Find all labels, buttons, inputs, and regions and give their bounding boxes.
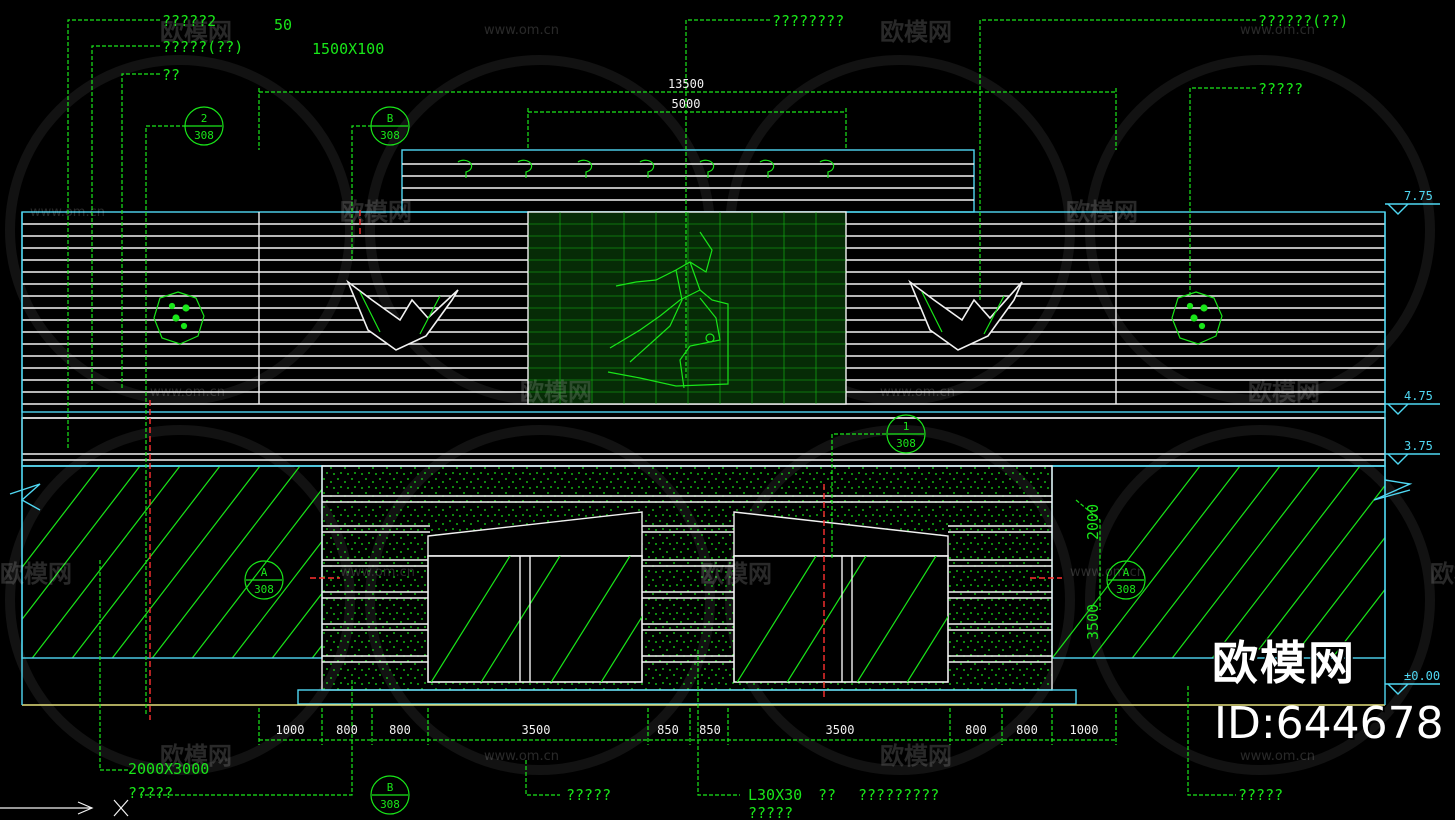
callout-circles (184, 106, 1146, 815)
top-dimensions (258, 88, 1117, 150)
axis-arrow (0, 799, 129, 817)
svg-text:www.om.cn: www.om.cn (484, 749, 559, 764)
level-2: 3.75 (1404, 439, 1433, 453)
svg-text:欧模网: 欧模网 (880, 18, 952, 46)
svg-text:A: A (1123, 566, 1130, 579)
svg-text:308: 308 (380, 129, 400, 142)
svg-text:A: A (261, 566, 268, 579)
leader-lines (67, 19, 1256, 796)
door-left (427, 511, 643, 683)
svg-text:欧模网: 欧模网 (160, 18, 232, 46)
mural-figure (607, 231, 729, 389)
svg-text:308: 308 (194, 129, 214, 142)
label-bottom-size: 2000X3000 (128, 760, 209, 778)
svg-text:欧模网: 欧模网 (160, 742, 232, 770)
brand-logo-text: 欧模网 (1212, 636, 1356, 690)
ornament-left (153, 291, 205, 345)
dimension-texts: 13500 5000 1000 800 800 3500 850 850 350… (276, 77, 1099, 737)
svg-text:欧模网: 欧模网 (520, 378, 592, 406)
right-wall-hatch (1052, 466, 1385, 658)
svg-text:欧模网: 欧模网 (700, 560, 772, 588)
svg-text:www.om.cn: www.om.cn (484, 23, 559, 38)
svg-text:欧模网: 欧模网 (1430, 560, 1455, 588)
svg-text:欧模网: 欧模网 (0, 560, 72, 588)
upper-facade-slats (22, 212, 1385, 419)
bottom-dimensions-lines (258, 708, 1117, 745)
dim-bottom-4: 850 (657, 723, 679, 737)
level-markers (1385, 203, 1440, 695)
label-bottom-steel-q: ?? (818, 786, 836, 804)
dim-bottom-2: 800 (389, 723, 411, 737)
door-right (733, 511, 949, 683)
label-bottom-mid1: ????? (566, 786, 611, 804)
svg-text:欧模网: 欧模网 (340, 198, 412, 226)
label-top-right-1: ??????(??) (1258, 12, 1348, 30)
label-bottom-left: ????? (128, 784, 173, 802)
watermarks: 欧模网 www.om.cn 欧模网 www.om.cn 欧模网 欧模网 www.… (0, 18, 1455, 770)
watermark-circles (5, 55, 1435, 775)
wing-ornament-left (346, 279, 459, 351)
vertical-dim-1: 2000 (1084, 504, 1102, 540)
label-top-left-num: 50 (274, 16, 292, 34)
label-bottom-steel: L30X30 (748, 786, 802, 804)
level-texts: 7.75 4.75 3.75 ±0.00 (1404, 189, 1440, 683)
label-top-left-scale: 1500X100 (312, 40, 384, 58)
label-bottom-right: ????? (1238, 786, 1283, 804)
svg-text:www.om.cn: www.om.cn (1240, 749, 1315, 764)
label-top-left-2: ?????(??) (162, 38, 243, 56)
svg-text:www.om.cn: www.om.cn (30, 205, 105, 220)
svg-text:欧模网: 欧模网 (1248, 378, 1320, 406)
brand-id: ID:644678 (1214, 698, 1444, 749)
sign-box-lines (402, 163, 974, 201)
dim-bottom-0: 1000 (276, 723, 305, 737)
label-bottom-steel-q2: ????? (748, 804, 793, 820)
level-0: 7.75 (1404, 189, 1433, 203)
level-1: 4.75 (1404, 389, 1433, 403)
svg-text:308: 308 (254, 583, 274, 596)
dim-bottom-8: 800 (1016, 723, 1038, 737)
label-top-left-3: ?? (162, 66, 180, 84)
sign-glyph-marks (457, 159, 835, 178)
callout-texts: 2 308 B 308 1 308 A 308 A 308 B 308 (194, 112, 1136, 811)
dim-bottom-9: 1000 (1070, 723, 1099, 737)
svg-text:www.om.cn: www.om.cn (880, 385, 955, 400)
svg-text:1: 1 (903, 420, 910, 433)
svg-text:B: B (387, 781, 394, 794)
mid-band (21, 417, 1386, 467)
portal-bands (322, 495, 1052, 663)
dim-bottom-6: 3500 (826, 723, 855, 737)
dim-bottom-3: 3500 (522, 723, 551, 737)
svg-text:www.om.cn: www.om.cn (340, 565, 415, 580)
dim-bottom-5: 850 (699, 723, 721, 737)
svg-text:2: 2 (201, 112, 208, 125)
left-wall-hatch (22, 466, 322, 658)
svg-text:www.om.cn: www.om.cn (1240, 23, 1315, 38)
dim-bottom-7: 800 (965, 723, 987, 737)
svg-text:B: B (387, 112, 394, 125)
mural-grid (528, 212, 846, 404)
svg-text:欧模网: 欧模网 (880, 742, 952, 770)
svg-text:308: 308 (896, 437, 916, 450)
vertical-dim-2: 3500 (1084, 604, 1102, 640)
annotation-labels: ?????2 50 ?????(??) 1500X100 ?? ????????… (128, 12, 1348, 820)
ornament-right (1171, 291, 1223, 345)
label-bottom-mid2: ????????? (858, 786, 939, 804)
dim-center: 5000 (672, 97, 701, 111)
wing-ornament-right (908, 279, 1023, 351)
label-top-center: ???????? (772, 12, 844, 30)
sign-box (401, 149, 975, 213)
svg-text:欧模网: 欧模网 (1066, 198, 1138, 226)
label-top-left-1: ?????2 (162, 12, 216, 30)
dim-bottom-1: 800 (336, 723, 358, 737)
label-top-right-2: ????? (1258, 80, 1303, 98)
dim-overall: 13500 (668, 77, 704, 91)
svg-text:www.om.cn: www.om.cn (1070, 565, 1145, 580)
level-3: ±0.00 (1404, 669, 1440, 683)
svg-text:308: 308 (380, 798, 400, 811)
svg-text:www.om.cn: www.om.cn (150, 385, 225, 400)
svg-text:308: 308 (1116, 583, 1136, 596)
